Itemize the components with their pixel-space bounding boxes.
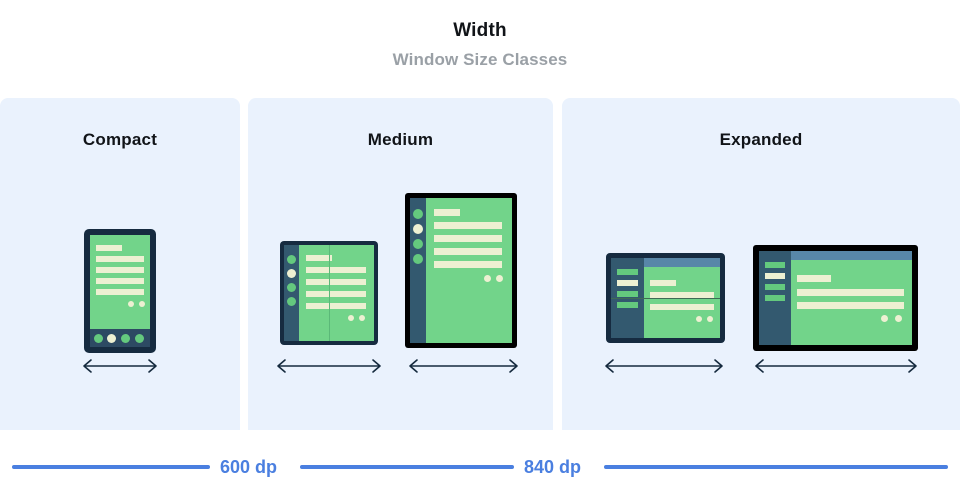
drawer-item-active [617, 280, 638, 286]
content-bar [96, 256, 144, 262]
rail-dot-active [287, 269, 296, 278]
navigation-rail [410, 198, 426, 343]
width-arrow-foldable-medium [274, 356, 384, 376]
device-foldable-portrait-medium [280, 241, 378, 345]
rail-dot-active [413, 224, 423, 234]
panel-label-expanded: Expanded [719, 130, 803, 149]
content-bar [96, 245, 122, 251]
breakpoint-scale: 600 dp 840 dp [0, 452, 960, 482]
rail-dot [413, 239, 423, 249]
panel-compact: Compact [0, 98, 240, 430]
page-subtitle: Window Size Classes [392, 50, 568, 69]
content-dot [348, 315, 354, 321]
fold-line [611, 298, 720, 299]
content-bar [650, 304, 714, 310]
content-bar [306, 267, 366, 273]
content-dot [696, 316, 702, 322]
scale-rule-expanded [604, 465, 948, 469]
drawer-item [765, 284, 785, 290]
rail-dot [287, 297, 296, 306]
app-top-bar [791, 251, 912, 260]
size-class-panels: Compact [0, 98, 960, 430]
content-bar [650, 292, 714, 298]
content-dot [139, 301, 145, 307]
content-bar [434, 209, 460, 216]
content-bar [434, 248, 502, 255]
navigation-drawer [759, 251, 791, 345]
rail-dot [413, 254, 423, 264]
device-tablet-portrait-medium [405, 193, 517, 348]
width-arrow-tablet-medium [406, 356, 521, 376]
panel-label-compact: Compact [82, 130, 158, 149]
content-bar [434, 261, 502, 268]
panel-medium: Medium [248, 98, 553, 430]
content-bar [797, 275, 831, 282]
panel-label-medium: Medium [367, 130, 434, 149]
fold-line [329, 245, 330, 341]
content-dot [881, 315, 888, 322]
tablet-screen [410, 198, 512, 343]
width-arrow-tablet-expanded [752, 356, 920, 376]
drawer-item [765, 295, 785, 301]
content-bar [306, 279, 366, 285]
content-bar [96, 289, 144, 295]
diagram-header: Width Window Size Classes [0, 18, 960, 73]
page-title: Width [453, 20, 507, 41]
phone-navigation-bar [90, 329, 150, 347]
nav-dot-active [107, 334, 116, 343]
scale-rule-compact [12, 465, 210, 469]
width-arrow-foldable-expanded [602, 356, 726, 376]
rail-dot [287, 255, 296, 264]
content-dot [128, 301, 134, 307]
content-bar [96, 267, 144, 273]
drawer-item [617, 269, 638, 275]
content-bar [306, 303, 366, 309]
rail-dot [287, 283, 296, 292]
content-dot [359, 315, 365, 321]
phone-screen [90, 235, 150, 347]
content-bar [434, 222, 502, 229]
nav-dot [135, 334, 144, 343]
content-dot [484, 275, 491, 282]
drawer-item [765, 262, 785, 268]
scale-rule-medium [300, 465, 514, 469]
content-bar [306, 255, 332, 261]
width-arrow-compact [80, 356, 160, 376]
content-dot [895, 315, 902, 322]
app-top-bar [644, 258, 720, 267]
content-dot [707, 316, 713, 322]
tablet-screen [759, 251, 912, 345]
device-foldable-landscape-expanded [606, 253, 725, 343]
drawer-item [617, 291, 638, 297]
content-bar [797, 302, 904, 309]
content-bar [797, 289, 904, 296]
drawer-item-active [765, 273, 785, 279]
breakpoint-label-840dp: 840 dp [524, 457, 582, 477]
breakpoint-label-600dp: 600 dp [220, 457, 278, 477]
navigation-rail [284, 245, 299, 341]
drawer-item [617, 302, 638, 308]
device-tablet-landscape-expanded [753, 245, 918, 351]
content-bar [306, 291, 366, 297]
foldable-screen [284, 245, 374, 341]
panel-expanded: Expanded [562, 98, 960, 430]
device-phone-compact [84, 229, 156, 353]
nav-dot [94, 334, 103, 343]
content-bar [650, 280, 676, 286]
content-bar [434, 235, 502, 242]
content-bar [96, 278, 144, 284]
rail-dot [413, 209, 423, 219]
foldable-screen [611, 258, 720, 338]
nav-dot [121, 334, 130, 343]
content-dot [496, 275, 503, 282]
